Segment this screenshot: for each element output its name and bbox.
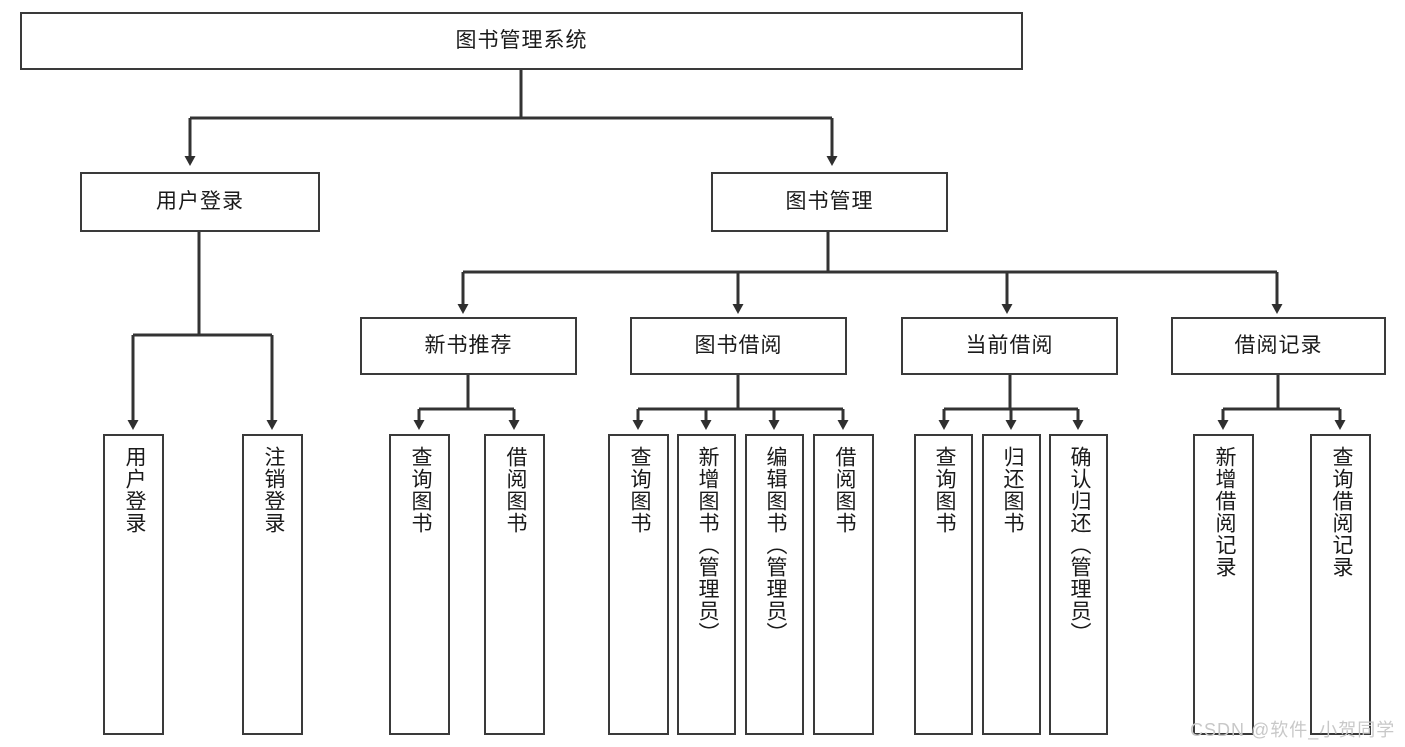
- leaf-borrow-record-query[interactable]: 查询借阅记录: [1310, 434, 1371, 735]
- leaf-label: 确认归还（管理员）: [1067, 446, 1091, 644]
- leaf-label: 归还图书: [1000, 446, 1024, 534]
- node-borrow-record[interactable]: 借阅记录: [1171, 317, 1386, 375]
- leaf-label: 查询借阅记录: [1329, 446, 1353, 578]
- node-user-login[interactable]: 用户登录: [80, 172, 320, 232]
- leaf-current-borrow-return[interactable]: 归还图书: [982, 434, 1041, 735]
- leaf-new-book-borrow[interactable]: 借阅图书: [484, 434, 545, 735]
- node-root[interactable]: 图书管理系统: [20, 12, 1023, 70]
- node-book-borrow[interactable]: 图书借阅: [630, 317, 847, 375]
- leaf-current-borrow-query[interactable]: 查询图书: [914, 434, 973, 735]
- leaf-borrow-record-add[interactable]: 新增借阅记录: [1193, 434, 1254, 735]
- leaf-book-borrow-borrow[interactable]: 借阅图书: [813, 434, 874, 735]
- leaf-label: 查询图书: [932, 446, 956, 534]
- leaf-label: 新增图书（管理员）: [695, 446, 719, 644]
- node-root-label: 图书管理系统: [455, 29, 588, 53]
- leaf-label: 查询图书: [627, 446, 651, 534]
- node-book-borrow-label: 图书借阅: [694, 334, 783, 358]
- leaf-label: 编辑图书（管理员）: [763, 446, 787, 644]
- node-new-book-recommend-label: 新书推荐: [424, 334, 513, 358]
- leaf-label: 注销登录: [261, 446, 285, 534]
- leaf-current-borrow-confirm[interactable]: 确认归还（管理员）: [1049, 434, 1108, 735]
- leaf-book-borrow-add[interactable]: 新增图书（管理员）: [677, 434, 736, 735]
- leaf-label: 用户登录: [122, 446, 146, 534]
- node-current-borrow-label: 当前借阅: [965, 334, 1054, 358]
- csdn-watermark: CSDN @软件_小贺同学: [1190, 720, 1396, 740]
- leaf-label: 查询图书: [408, 446, 432, 534]
- leaf-label: 新增借阅记录: [1212, 446, 1236, 578]
- node-new-book-recommend[interactable]: 新书推荐: [360, 317, 577, 375]
- node-current-borrow[interactable]: 当前借阅: [901, 317, 1118, 375]
- leaf-new-book-query[interactable]: 查询图书: [389, 434, 450, 735]
- leaf-user-login-signout[interactable]: 注销登录: [242, 434, 303, 735]
- leaf-user-login-signin[interactable]: 用户登录: [103, 434, 164, 735]
- node-book-management[interactable]: 图书管理: [711, 172, 948, 232]
- leaf-label: 借阅图书: [832, 446, 856, 534]
- node-borrow-record-label: 借阅记录: [1234, 334, 1323, 358]
- node-book-management-label: 图书管理: [785, 190, 874, 214]
- leaf-book-borrow-edit[interactable]: 编辑图书（管理员）: [745, 434, 804, 735]
- node-user-login-label: 用户登录: [156, 190, 244, 214]
- leaf-book-borrow-query[interactable]: 查询图书: [608, 434, 669, 735]
- leaf-label: 借阅图书: [503, 446, 527, 534]
